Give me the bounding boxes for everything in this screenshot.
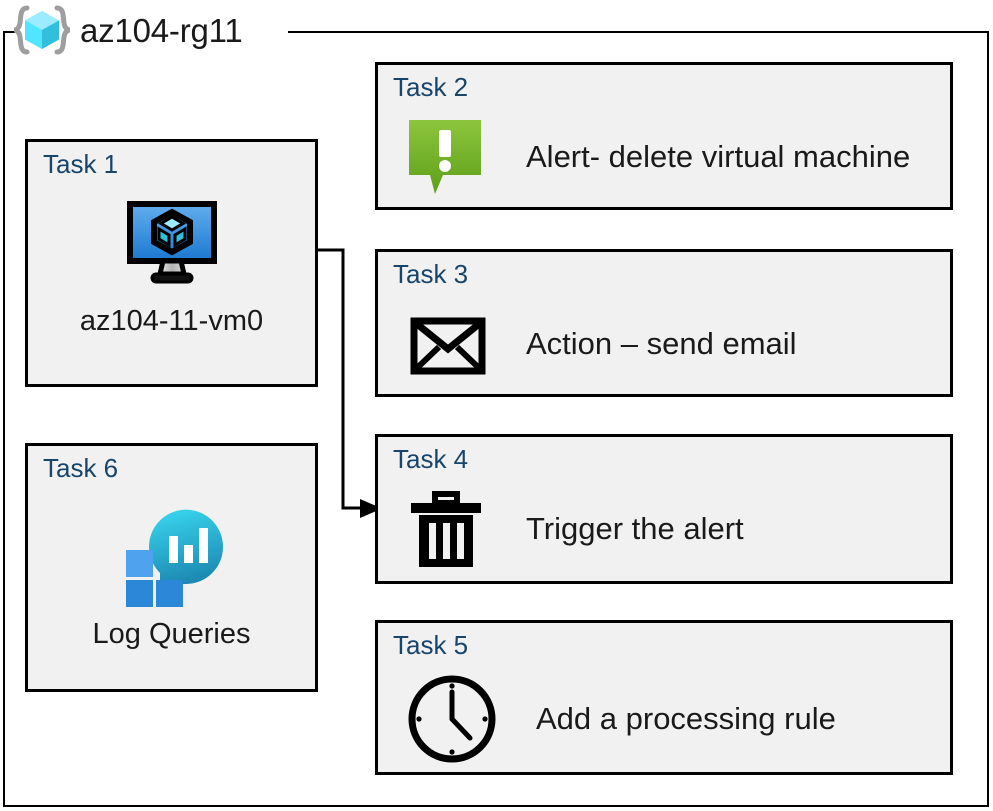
- trash-can-icon: [405, 485, 490, 573]
- card-task2-label: Task 2: [393, 72, 469, 102]
- card-task6[interactable]: Task 6 Log Queries: [25, 443, 318, 692]
- card-task2-text: Alert- delete virtual machine: [526, 139, 911, 174]
- resource-group-header: az104-rg11: [14, 4, 243, 58]
- card-task4[interactable]: Task 4 Trigger the alert: [375, 434, 953, 584]
- card-task6-label: Task 6: [43, 453, 119, 483]
- resource-group-cube-icon: [14, 5, 70, 57]
- resource-group-frame: [3, 31, 989, 807]
- clock-icon: [405, 672, 500, 767]
- card-task3-label: Task 3: [393, 259, 469, 289]
- card-task3-body: Action – send email: [378, 296, 950, 392]
- card-task5[interactable]: Task 5 Add a processing rule: [375, 620, 953, 775]
- card-task5-body: Add a processing rule: [378, 669, 950, 769]
- card-task4-label: Task 4: [393, 444, 469, 474]
- card-task1[interactable]: Task 1: [25, 139, 318, 387]
- card-task4-body: Trigger the alert: [378, 481, 950, 577]
- card-task1-label: Task 1: [43, 149, 119, 179]
- card-task3[interactable]: Task 3 Action – send email: [375, 249, 953, 397]
- card-task4-text: Trigger the alert: [526, 511, 744, 546]
- log-analytics-icon: [28, 498, 315, 610]
- resource-group-name: az104-rg11: [80, 12, 243, 49]
- alert-exclamation-icon: [405, 116, 490, 198]
- virtual-machine-icon: [28, 200, 315, 286]
- card-task1-caption: az104-11-vm0: [79, 305, 264, 337]
- card-task3-text: Action – send email: [526, 326, 797, 361]
- envelope-icon: [405, 303, 490, 385]
- card-task2[interactable]: Task 2 Alert- delete virtual machine: [375, 62, 953, 210]
- card-task5-label: Task 5: [393, 630, 469, 660]
- card-task6-caption: Log Queries: [92, 618, 251, 650]
- card-task5-text: Add a processing rule: [536, 701, 836, 736]
- card-task2-body: Alert- delete virtual machine: [378, 109, 950, 205]
